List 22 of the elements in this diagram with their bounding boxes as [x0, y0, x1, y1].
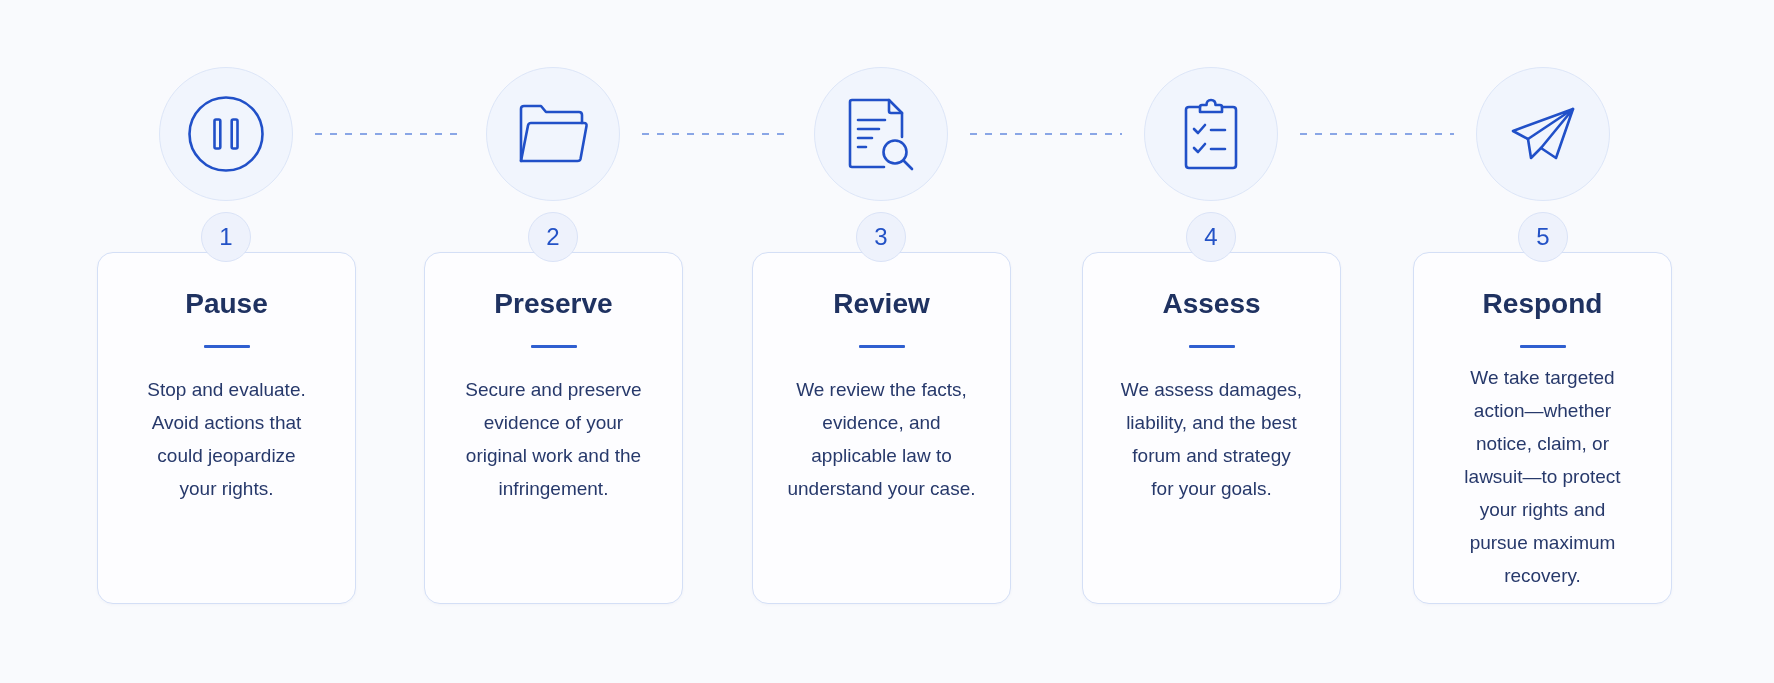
step-number-badge: 1 — [201, 212, 251, 262]
step-card — [752, 252, 1011, 604]
connector-line — [969, 133, 1123, 135]
step-description: Stop and evaluate. Avoid actions that could jeopardize your rights. — [146, 378, 307, 501]
step-card — [97, 252, 356, 604]
step-title: Pause — [185, 287, 268, 321]
step-description: We assess damages, liability, and the best forum and strategy for your goals. — [1119, 378, 1304, 501]
connector-line — [1299, 133, 1455, 135]
step-title: Preserve — [494, 287, 613, 321]
step-description: We take targeted action—whether notice, claim, or lawsuit—to protect your rights and pursue maximum recovery. — [1463, 366, 1622, 588]
step-number-badge: 2 — [528, 212, 578, 262]
step-description: Secure and preserve evidence of your original work and the infringement. — [465, 378, 642, 501]
step-number-badge: 3 — [856, 212, 906, 262]
step-number-badge: 5 — [1518, 212, 1568, 262]
step-card — [1413, 252, 1672, 604]
step-title: Respond — [1482, 287, 1603, 321]
step-number-badge: 4 — [1186, 212, 1236, 262]
step-card — [1082, 252, 1341, 604]
step-title: Review — [833, 287, 930, 321]
step-title: Assess — [1162, 287, 1261, 321]
step-description: We review the facts, evidence, and applicable law to understand your case. — [786, 378, 977, 501]
step-card — [424, 252, 683, 604]
